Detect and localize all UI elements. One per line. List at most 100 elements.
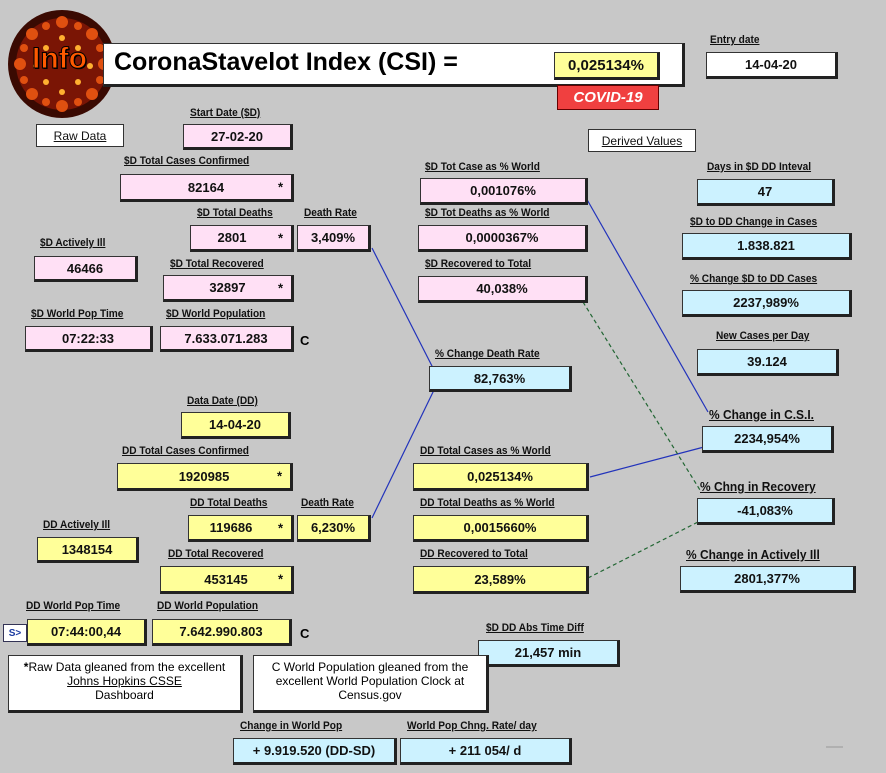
sd-total-deaths-label: $D Total Deaths [197, 207, 273, 219]
dd-total-recovered-label: DD Total Recovered [168, 548, 264, 560]
change-world-pop-label: Change in World Pop [240, 720, 343, 732]
star-marker: * [277, 230, 283, 245]
sd-total-deaths-value: 2801 * [190, 225, 294, 252]
raw-note-suffix: Dashboard [95, 688, 154, 702]
dd-world-pop-time-value: 07:44:00,44 [27, 619, 147, 646]
star-marker: * [277, 179, 283, 195]
sd-total-recovered-value: 32897 * [163, 275, 294, 302]
dd-death-pct-value: 0,0015660% [413, 515, 589, 542]
days-interval-label: Days in $D DD Inteval [707, 161, 812, 173]
pct-change-cases-label: % Change $D to DD Cases [690, 273, 818, 285]
change-recovery-label: % Chng in Recovery [700, 479, 816, 494]
sd-world-pop-time-value: 07:22:33 [25, 326, 153, 352]
change-actively-ill-label: % Change in Actively Ill [686, 547, 820, 562]
sd-total-cases-value: 82164 * [120, 174, 294, 202]
dd-total-deaths-value: 119686 * [188, 515, 294, 542]
pct-change-cases-value: 2237,989% [682, 290, 852, 317]
dd-actively-ill-value: 1348154 [37, 537, 139, 563]
covid-badge: COVID-19 [557, 85, 659, 110]
dd-total-cases-label: DD Total Cases Confirmed [122, 445, 249, 457]
dd-total-deaths-text: 119686 [209, 520, 253, 535]
title-bar: CoronaStavelot Index (CSI) = 0,025134% [103, 43, 685, 87]
entry-date-label: Entry date [710, 34, 760, 46]
abs-time-diff-value: 21,457 min [478, 640, 620, 667]
sd-actively-ill-value: 46466 [34, 256, 138, 282]
dd-death-pct-label: DD Total Deaths as % World [420, 497, 555, 509]
logo-info-text: Info [32, 42, 88, 76]
sd-recovered-label: $D Recovered to Total [425, 258, 532, 270]
data-date-value: 14-04-20 [181, 412, 291, 439]
dd-pop-marker: C [300, 626, 310, 641]
sd-total-recovered-label: $D Total Recovered [170, 258, 264, 270]
virus-icon [8, 10, 116, 118]
change-csi-value: 2234,954% [702, 426, 834, 453]
sd-case-pct-value: 0,001076% [420, 178, 588, 205]
dd-total-recovered-value: 453145 * [160, 566, 294, 594]
change-cases-label: $D to DD Change in Cases [690, 216, 818, 228]
change-world-pop-value: + 9.919.520 (DD-SD) [233, 738, 397, 765]
dd-world-population-label: DD World Population [157, 600, 259, 612]
population-note: C World Population gleaned from the exce… [253, 655, 489, 713]
sd-world-population-value: 7.633.071.283 [160, 326, 294, 352]
star-marker: * [277, 571, 283, 587]
dd-death-rate-label: Death Rate [301, 497, 354, 509]
page-title: CoronaStavelot Index (CSI) = [114, 48, 458, 76]
sd-actively-ill-label: $D Actively Ill [40, 237, 106, 249]
dd-actively-ill-label: DD Actively Ill [43, 519, 111, 531]
raw-data-button[interactable]: Raw Data [36, 124, 124, 147]
days-interval-value: 47 [697, 179, 835, 206]
raw-note-prefix: Raw Data gleaned from the excellent [28, 660, 226, 674]
sd-total-cases-label: $D Total Cases Confirmed [124, 155, 250, 167]
sd-pop-marker: C [300, 333, 310, 348]
star-marker: * [277, 280, 283, 295]
pop-rate-value: + 211 054/ d [400, 738, 572, 765]
small-nav-button[interactable]: S> [3, 624, 27, 642]
new-cases-value: 39.124 [697, 349, 839, 376]
sd-world-pop-time-label: $D World Pop Time [31, 308, 124, 320]
sd-death-pct-value: 0,0000367% [418, 225, 588, 252]
change-death-rate-value: 82,763% [429, 366, 572, 392]
dd-recovered-label: DD Recovered to Total [420, 548, 528, 560]
derived-values-button[interactable]: Derived Values [588, 129, 696, 152]
change-death-rate-label: % Change Death Rate [435, 348, 540, 360]
new-cases-label: New Cases per Day [716, 330, 810, 342]
sd-world-population-label: $D World Population [166, 308, 266, 320]
star-marker: * [277, 520, 283, 535]
sd-death-pct-label: $D Tot Deaths as % World [425, 207, 550, 219]
change-recovery-value: -41,083% [697, 498, 835, 525]
dd-total-recovered-text: 453145 [204, 571, 248, 587]
sd-total-recovered-text: 32897 [209, 280, 246, 295]
note-star: * [23, 660, 29, 674]
sd-death-rate-label: Death Rate [304, 207, 357, 219]
dd-death-rate-value: 6,230% [297, 515, 371, 542]
dd-world-pop-time-label: DD World Pop Time [26, 600, 121, 612]
star-marker: * [276, 468, 282, 484]
abs-time-diff-label: $D DD Abs Time Diff [486, 622, 584, 634]
sd-case-pct-label: $D Tot Case as % World [425, 161, 540, 173]
raw-data-note: *Raw Data gleaned from the excellent Joh… [8, 655, 243, 713]
dd-total-cases-text: 1920985 [178, 468, 230, 484]
change-cases-value: 1.838.821 [682, 233, 852, 260]
pop-rate-label: World Pop Chng. Rate/ day [407, 720, 537, 732]
sd-recovered-value: 40,038% [418, 276, 588, 303]
dd-total-cases-value: 1920985 * [117, 463, 293, 491]
dd-total-deaths-label: DD Total Deaths [190, 497, 268, 509]
dd-case-pct-label: DD Total Cases as % World [420, 445, 551, 457]
change-actively-ill-value: 2801,377% [680, 566, 856, 593]
dd-case-pct-value: 0,025134% [413, 463, 589, 491]
dd-world-population-value: 7.642.990.803 [152, 619, 292, 646]
entry-date-value: 14-04-20 [706, 52, 838, 79]
sd-death-rate-value: 3,409% [297, 225, 371, 252]
sd-total-deaths-text: 2801 [217, 230, 247, 245]
johns-hopkins-link[interactable]: Johns Hopkins CSSE [67, 674, 182, 688]
dd-recovered-value: 23,589% [413, 566, 589, 594]
raw-data-label: Raw Data [53, 128, 107, 143]
derived-values-label: Derived Values [601, 133, 683, 148]
data-date-label: Data Date (DD) [187, 395, 258, 407]
sd-total-cases-text: 82164 [187, 179, 225, 195]
virus-logo[interactable]: Info [6, 8, 118, 120]
change-csi-label: % Change in C.S.I. [709, 407, 814, 422]
start-date-value: 27-02-20 [183, 124, 293, 150]
csi-value: 0,025134% [554, 52, 660, 80]
